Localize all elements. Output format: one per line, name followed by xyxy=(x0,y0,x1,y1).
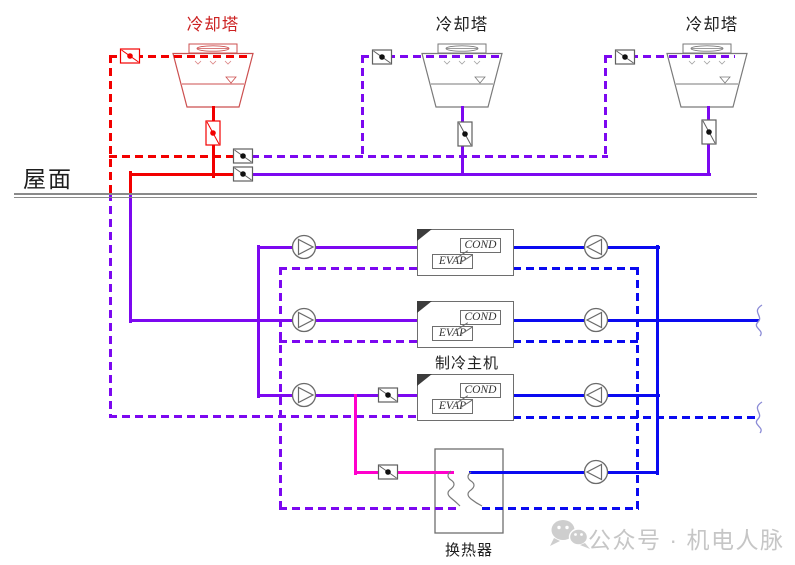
spray-nozzle-mark xyxy=(473,60,481,65)
pipe-chiller3-cond-out xyxy=(108,414,419,418)
wechat-icon xyxy=(550,520,590,549)
pipe-chiller1-chw-in xyxy=(512,266,639,270)
pipe-chiller2-chw-in xyxy=(512,339,639,343)
pump-icon xyxy=(291,234,317,260)
hx-coil-right xyxy=(467,471,483,507)
spray-nozzle-mark xyxy=(224,60,232,65)
pipe-hx-cond-feed xyxy=(353,470,454,474)
pipe-hx-cond-return xyxy=(278,506,461,510)
pipe-cond-supply-manifold xyxy=(256,244,260,398)
pipe-hx-cond-branch xyxy=(353,393,357,475)
water-level-symbol xyxy=(225,76,237,84)
cooling-tower-icon xyxy=(421,43,503,108)
valve-icon xyxy=(457,121,473,147)
pipe-cond-return-manifold xyxy=(278,266,282,511)
valve-icon xyxy=(205,120,221,146)
pipe-tower1-spray-feed xyxy=(108,54,247,58)
roof-line-lower xyxy=(14,196,757,199)
spray-nozzle-mark xyxy=(458,60,466,65)
pipe-tower3-spray-feed xyxy=(603,54,735,58)
pipe-chiller2-cond-out xyxy=(278,339,419,343)
spray-nozzle-mark xyxy=(718,60,726,65)
pipe-riser-return xyxy=(108,192,112,418)
valve-icon xyxy=(119,48,141,64)
spray-nozzle-mark xyxy=(194,60,202,65)
pipe-chiller3-cond-in xyxy=(256,393,419,397)
pipe-break-symbol xyxy=(755,304,763,337)
pipe-hx-chw-in xyxy=(481,506,639,510)
pipe-chw-supply-manifold xyxy=(655,244,659,475)
pipe-tower-return-header xyxy=(250,154,608,158)
valve-icon xyxy=(232,166,254,182)
pump-icon xyxy=(583,234,609,260)
pump-icon xyxy=(291,307,317,333)
spray-nozzle-mark xyxy=(703,60,711,65)
pipe-tower2-return-branch xyxy=(360,54,364,158)
pump-icon xyxy=(583,459,609,485)
valve-icon xyxy=(377,464,399,480)
pipe-chiller1-cond-out xyxy=(278,266,419,270)
pump-icon xyxy=(583,307,609,333)
pipe-tower-return-header-red xyxy=(108,154,236,158)
roof-line-upper xyxy=(14,193,757,195)
pipe-tower-supply-header-red xyxy=(128,172,237,176)
valve-icon xyxy=(371,49,393,65)
valve-icon xyxy=(614,49,636,65)
pipe-break-symbol xyxy=(755,401,763,434)
hx-coil-left xyxy=(447,470,461,507)
pipe-chw-return-manifold xyxy=(635,266,639,511)
valve-icon xyxy=(232,148,254,164)
water-level-symbol xyxy=(474,76,486,84)
spray-nozzle-mark xyxy=(688,60,696,65)
spray-nozzle-mark xyxy=(209,60,217,65)
cooling-tower-icon xyxy=(172,43,254,108)
pipe-tower-supply-header xyxy=(250,172,711,176)
pipe-chiller1-cond-in xyxy=(256,245,419,249)
spray-nozzle-mark xyxy=(443,60,451,65)
pipe-hx-chw-out xyxy=(468,470,659,474)
pipe-cond-supply-main xyxy=(128,318,419,322)
pipe-riser-supply-red xyxy=(128,170,132,196)
pipe-riser-supply xyxy=(128,192,132,323)
pipe-riser-return-red xyxy=(108,54,112,196)
pipe-tower3-return-branch xyxy=(603,54,607,158)
pump-icon xyxy=(291,382,317,408)
water-level-symbol xyxy=(719,76,731,84)
pipe-tower2-spray-feed xyxy=(360,54,499,58)
cooling-tower-icon xyxy=(666,43,748,108)
valve-icon xyxy=(701,119,717,145)
pump-icon xyxy=(583,382,609,408)
valve-icon xyxy=(377,387,399,403)
